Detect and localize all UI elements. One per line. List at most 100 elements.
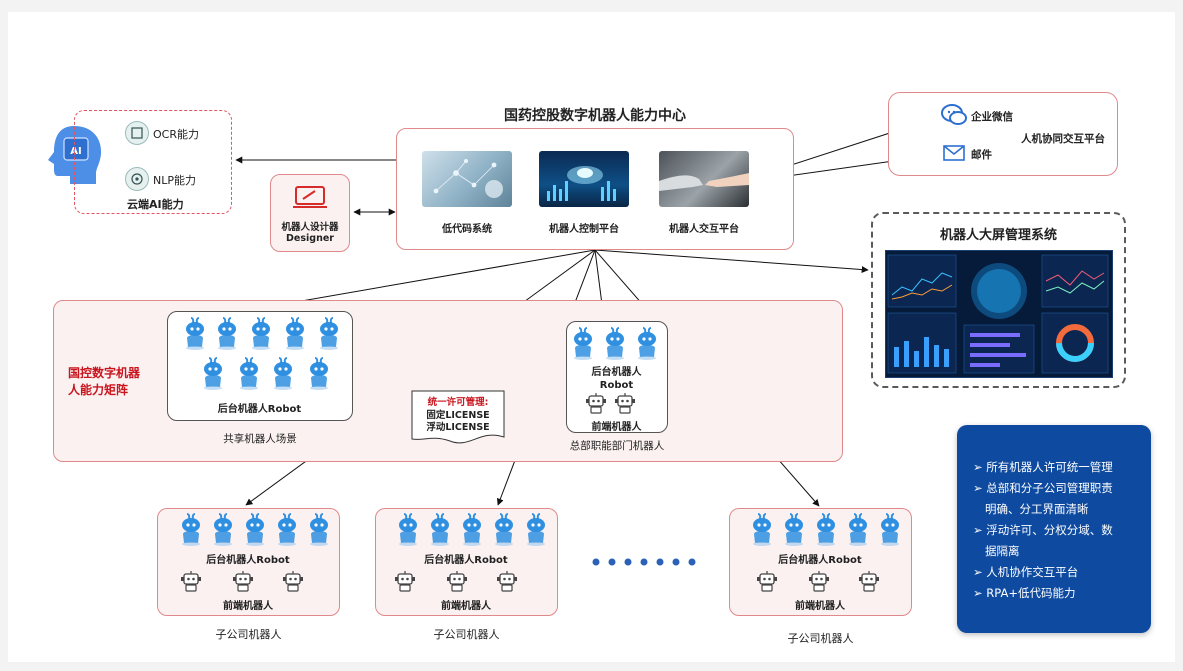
ocr-label: OCR能力 bbox=[153, 128, 199, 141]
dashboard-title: 机器人大屏管理系统 bbox=[939, 228, 1057, 243]
back-robot-icon bbox=[246, 513, 264, 546]
shared-robot-label: 后台机器人Robot bbox=[217, 404, 302, 415]
back-robot-icon bbox=[214, 513, 232, 546]
module-label-control: 机器人控制平台 bbox=[549, 224, 619, 235]
front-robot-icon bbox=[497, 571, 517, 592]
back-robot-icon bbox=[240, 357, 258, 390]
nlp-label: NLP能力 bbox=[153, 174, 196, 187]
license-float: 浮动LICENSE bbox=[426, 422, 490, 433]
back-robot-icon bbox=[753, 513, 771, 546]
back-robot-icon bbox=[204, 357, 222, 390]
feature-item: ➢ 人机协作交互平台 bbox=[973, 565, 1079, 579]
laptop-pen-icon bbox=[293, 185, 327, 209]
collab-platform-box: 企业微信 人机协同交互平台 邮件 bbox=[888, 92, 1118, 176]
designer-label-cn: 机器人设计器 bbox=[281, 222, 339, 233]
feature-item: ➢ 所有机器人许可统一管理 bbox=[973, 460, 1113, 474]
mail-icon bbox=[943, 145, 965, 161]
back-robot-icon bbox=[186, 317, 204, 350]
back-robot-icon bbox=[278, 513, 296, 546]
module-label-low-code: 低代码系统 bbox=[442, 224, 492, 235]
robot-human-hands-icon bbox=[659, 173, 749, 191]
document-shape-icon bbox=[411, 390, 505, 444]
front-robot-icon bbox=[283, 571, 303, 592]
network-graphic-icon bbox=[433, 158, 503, 198]
module-label-interaction: 机器人交互平台 bbox=[669, 224, 739, 235]
center-title: 国药控股数字机器人能力中心 bbox=[504, 108, 686, 124]
interaction-platform-image bbox=[659, 151, 749, 207]
designer-box: 机器人设计器 Designer bbox=[270, 174, 350, 252]
license-document: 统一许可管理: 固定LICENSE 浮动LICENSE bbox=[410, 389, 506, 447]
feature-item: ➢ RPA+低代码能力 bbox=[973, 586, 1076, 600]
back-robot-icon bbox=[218, 317, 236, 350]
front-robot-icon bbox=[757, 571, 777, 592]
ai-capability-box: OCR能力 NLP能力 云端AI能力 bbox=[74, 110, 232, 214]
dashboard-graphic-icon bbox=[887, 254, 1109, 374]
ocr-icon bbox=[125, 121, 149, 145]
robot-hand-icon bbox=[547, 166, 616, 201]
back-robot-icon bbox=[310, 513, 328, 546]
matrix-label-line1: 国控数字机器 bbox=[68, 366, 141, 380]
sub3-caption: 子公司机器人 bbox=[787, 632, 854, 645]
back-robot-icon bbox=[310, 357, 328, 390]
mail-label: 邮件 bbox=[971, 149, 992, 161]
sub3-front-label: 前端机器人 bbox=[795, 601, 845, 612]
matrix-label: 国控数字机器 人能力矩阵 bbox=[68, 365, 140, 399]
dashboard-screenshot bbox=[885, 250, 1113, 378]
designer-label-en: Designer bbox=[286, 233, 334, 244]
front-robot-icon bbox=[447, 571, 467, 592]
hq-caption: 总部职能部门机器人 bbox=[569, 440, 665, 452]
back-robot-icon bbox=[399, 513, 417, 546]
back-robot-icon bbox=[638, 327, 656, 360]
front-robot-icon bbox=[615, 393, 635, 414]
hq-robot-line1: 后台机器人 bbox=[591, 367, 642, 378]
sub2-robot-label: 后台机器人Robot bbox=[424, 555, 508, 566]
feature-item: 明确、分工界面清晰 bbox=[985, 502, 1089, 516]
ai-caption: 云端AI能力 bbox=[127, 198, 184, 211]
back-robot-icon bbox=[606, 327, 624, 360]
low-code-image bbox=[422, 151, 512, 207]
sub2-caption: 子公司机器人 bbox=[433, 628, 500, 641]
back-robot-icon bbox=[182, 513, 200, 546]
wechat-icon bbox=[941, 103, 967, 127]
back-robot-icon bbox=[817, 513, 835, 546]
license-title: 统一许可管理: bbox=[427, 397, 489, 408]
sub1-caption: 子公司机器人 bbox=[215, 628, 282, 641]
control-platform-image bbox=[539, 151, 629, 207]
sub2-front-label: 前端机器人 bbox=[441, 601, 491, 612]
back-robot-icon bbox=[527, 513, 545, 546]
front-robot-icon bbox=[586, 393, 606, 414]
back-robot-icon bbox=[320, 317, 338, 350]
front-robot-icon bbox=[809, 571, 829, 592]
sub1-front-label: 前端机器人 bbox=[223, 601, 273, 612]
wechat-label: 企业微信 bbox=[971, 111, 1013, 123]
back-robot-icon bbox=[274, 357, 292, 390]
hq-front-label: 前端机器人 bbox=[591, 422, 642, 433]
dashboard-box: 机器人大屏管理系统 bbox=[871, 212, 1126, 388]
features-list: ➢ 所有机器人许可统一管理➢ 总部和分子公司管理职责明确、分工界面清晰➢ 浮动许… bbox=[973, 457, 1149, 604]
sub1-robot-label: 后台机器人Robot bbox=[206, 555, 290, 566]
collab-caption: 人机协同交互平台 bbox=[1021, 133, 1105, 145]
back-robot-icon bbox=[431, 513, 449, 546]
front-robot-icon bbox=[395, 571, 415, 592]
back-robot-icon bbox=[574, 327, 592, 360]
hq-robot-line2: Robot bbox=[599, 380, 634, 391]
back-robot-icon bbox=[286, 317, 304, 350]
front-robot-icon bbox=[181, 571, 201, 592]
nlp-icon bbox=[125, 167, 149, 191]
features-panel: ➢ 所有机器人许可统一管理➢ 总部和分子公司管理职责明确、分工界面清晰➢ 浮动许… bbox=[957, 425, 1151, 633]
matrix-label-line2: 人能力矩阵 bbox=[68, 383, 129, 397]
back-robot-icon bbox=[495, 513, 513, 546]
feature-item: ➢ 浮动许可、分权分域、数 bbox=[973, 523, 1113, 537]
back-robot-icon bbox=[463, 513, 481, 546]
back-robot-icon bbox=[252, 317, 270, 350]
feature-item: 据隔离 bbox=[985, 544, 1020, 558]
sub3-robot-label: 后台机器人Robot bbox=[778, 555, 862, 566]
back-robot-icon bbox=[785, 513, 803, 546]
capability-matrix-box: 国控数字机器 人能力矩阵 后台机器人Robot 共享机器人场景 统一许可管理: … bbox=[53, 300, 843, 462]
ai-chip-label: AI bbox=[70, 146, 81, 157]
arrow-center-to-dashboard bbox=[594, 249, 869, 274]
front-robot-icon bbox=[233, 571, 253, 592]
hq-robot-label: 后台机器人 Robot bbox=[567, 366, 666, 392]
back-robot-icon bbox=[881, 513, 899, 546]
license-fixed: 固定LICENSE bbox=[426, 410, 490, 421]
